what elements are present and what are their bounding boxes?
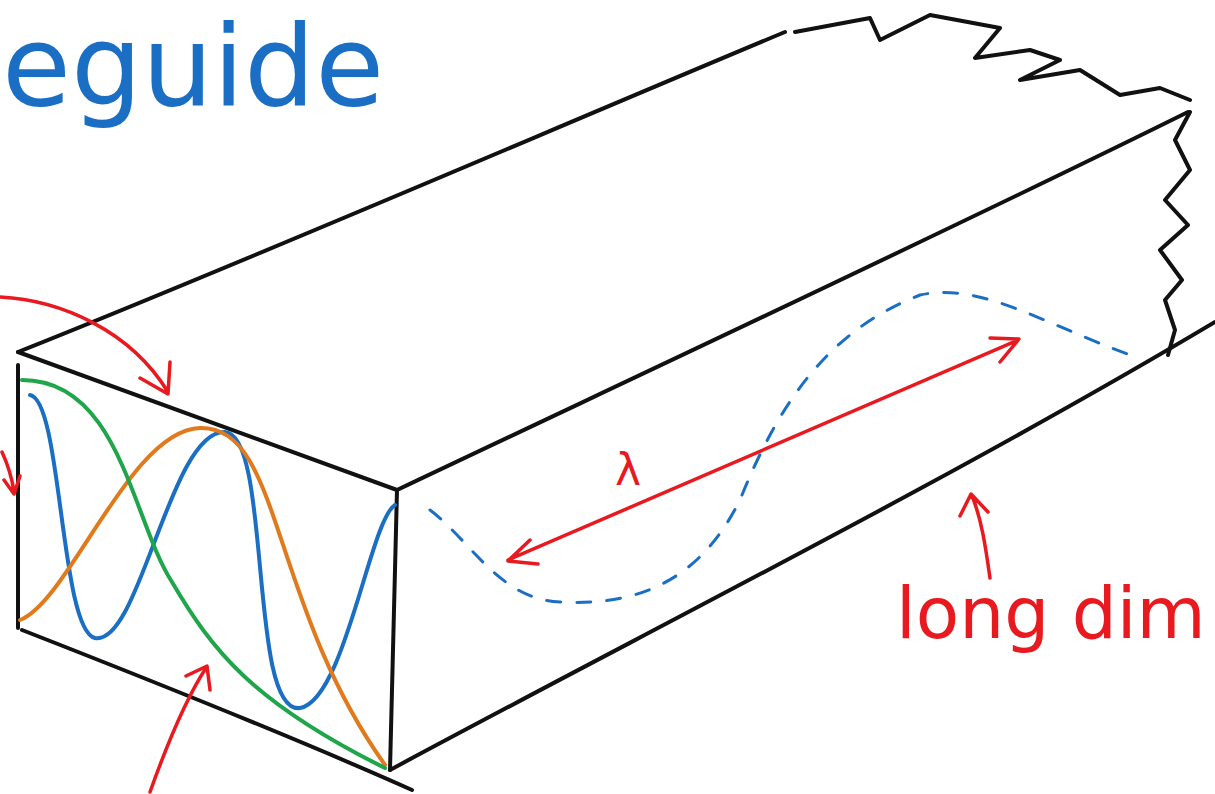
wavelength-arrow — [508, 338, 1019, 564]
mode-wave-orange — [20, 428, 385, 765]
break-line-top — [795, 15, 1190, 100]
pointer-arrow-top — [0, 297, 170, 394]
pointer-arrow-long-dim — [960, 494, 990, 578]
top-right-edge — [397, 112, 1188, 490]
dimension-label: long dim — [896, 578, 1206, 649]
mode-wave-blue — [30, 395, 395, 708]
front-bottom-edge — [22, 630, 412, 790]
front-face — [18, 352, 397, 770]
guided-wave-dashed — [430, 292, 1130, 602]
break-line-side — [1160, 112, 1190, 355]
title-fragment: eguide — [2, 10, 384, 122]
pointer-arrow-bottom — [150, 666, 210, 792]
bottom-right-edge — [390, 322, 1215, 770]
wavelength-label: λ — [612, 448, 644, 492]
pointer-arrow-left — [2, 452, 20, 494]
mode-wave-green — [22, 380, 385, 768]
